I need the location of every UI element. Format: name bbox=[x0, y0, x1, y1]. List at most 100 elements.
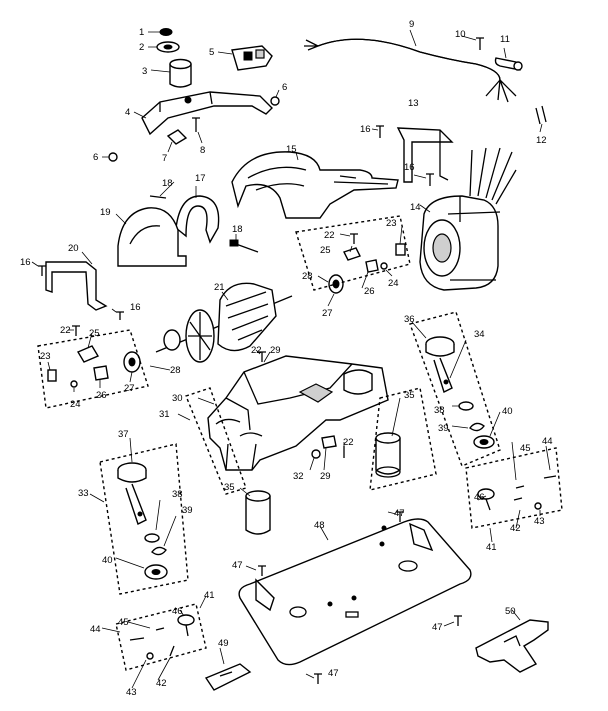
part-bracket-left bbox=[45, 261, 108, 311]
callout-40: 40 bbox=[102, 555, 113, 566]
callout-2: 2 bbox=[139, 42, 144, 53]
part-bracket-50 bbox=[475, 619, 549, 673]
callout-13: 13 bbox=[408, 98, 419, 109]
part-gear-shaft-left bbox=[117, 462, 147, 525]
callout-45: 45 bbox=[118, 617, 129, 628]
part-brush-spring bbox=[175, 195, 220, 244]
callout-9: 9 bbox=[409, 19, 414, 30]
callout-27: 27 bbox=[124, 383, 135, 394]
callout-17: 17 bbox=[195, 173, 206, 184]
part-screw-cord bbox=[476, 37, 484, 50]
callout-39: 39 bbox=[182, 505, 193, 516]
part-field-bracket bbox=[396, 127, 454, 183]
group-box-brush-left bbox=[37, 329, 149, 409]
part-retaining-clip bbox=[151, 422, 485, 556]
callout-41: 41 bbox=[486, 542, 497, 553]
callout-49: 49 bbox=[218, 638, 229, 649]
callout-31: 31 bbox=[159, 409, 170, 420]
group-box-gear-right bbox=[409, 311, 501, 467]
callout-6: 6 bbox=[93, 152, 98, 163]
callout-48: 48 bbox=[314, 520, 325, 531]
callout-14: 14 bbox=[410, 202, 421, 213]
part-strain-relief bbox=[494, 57, 523, 71]
callout-7: 7 bbox=[162, 153, 167, 164]
callout-42: 42 bbox=[510, 523, 521, 534]
callout-35: 35 bbox=[404, 390, 415, 401]
callout-22: 22 bbox=[251, 345, 262, 356]
callout-16: 16 bbox=[360, 124, 371, 135]
part-gear-shaft-right bbox=[425, 336, 455, 393]
callout-6: 6 bbox=[282, 82, 287, 93]
callout-40: 40 bbox=[502, 406, 513, 417]
leader-lines bbox=[31, 29, 551, 689]
part-clip bbox=[231, 45, 273, 71]
part-armature bbox=[155, 282, 293, 363]
part-washer-small bbox=[108, 96, 280, 162]
callout-34: 34 bbox=[474, 329, 485, 340]
callout-38: 38 bbox=[434, 405, 445, 416]
part-motor-housing bbox=[231, 151, 399, 219]
callout-25: 25 bbox=[89, 328, 100, 339]
part-washer bbox=[156, 41, 180, 53]
callout-22: 22 bbox=[60, 325, 71, 336]
group-box-small-left bbox=[115, 603, 207, 671]
callout-32: 32 bbox=[293, 471, 304, 482]
part-brush bbox=[149, 195, 259, 253]
part-screw-47 bbox=[258, 511, 462, 684]
part-gear-assembly bbox=[177, 488, 495, 637]
callout-43: 43 bbox=[534, 516, 545, 527]
callout-23: 23 bbox=[40, 351, 51, 362]
callout-50: 50 bbox=[505, 606, 516, 617]
callout-23: 23 bbox=[386, 218, 397, 229]
callout-16: 16 bbox=[20, 257, 31, 268]
part-screw bbox=[192, 117, 200, 132]
callout-39: 39 bbox=[438, 423, 449, 434]
callout-22: 22 bbox=[343, 437, 354, 448]
callout-42: 42 bbox=[156, 678, 167, 689]
callout-47: 47 bbox=[394, 508, 405, 519]
part-clip-small bbox=[166, 129, 188, 145]
callout-21: 21 bbox=[214, 282, 225, 293]
callout-3: 3 bbox=[142, 66, 147, 77]
callout-10: 10 bbox=[455, 29, 466, 40]
part-power-cord bbox=[304, 38, 517, 103]
callout-44: 44 bbox=[542, 436, 553, 447]
callout-47: 47 bbox=[328, 668, 339, 679]
callout-24: 24 bbox=[388, 278, 399, 289]
callout-30: 30 bbox=[172, 393, 183, 404]
callout-27: 27 bbox=[322, 308, 333, 319]
part-drive-gear bbox=[144, 435, 495, 580]
part-nut bbox=[159, 28, 173, 36]
group-boxes bbox=[37, 215, 563, 671]
callout-46: 46 bbox=[172, 606, 183, 617]
callout-47: 47 bbox=[432, 622, 443, 633]
part-washer-38 bbox=[144, 401, 474, 543]
callout-25: 25 bbox=[320, 245, 331, 256]
callout-46: 46 bbox=[474, 492, 485, 503]
callout-43: 43 bbox=[126, 687, 137, 698]
callout-45: 45 bbox=[520, 443, 531, 454]
callout-19: 19 bbox=[100, 207, 111, 218]
callout-24: 24 bbox=[70, 399, 81, 410]
callout-36: 36 bbox=[404, 314, 415, 325]
callout-33: 33 bbox=[78, 488, 89, 499]
callout-28: 28 bbox=[302, 271, 313, 282]
callout-labels: 1 2 3 5 4 6 6 7 8 9 10 11 12 13 14 15 16… bbox=[20, 19, 553, 698]
group-box-small-right bbox=[465, 447, 563, 529]
part-base-plate bbox=[238, 518, 472, 666]
callout-44: 44 bbox=[90, 624, 101, 635]
group-box-frame-left bbox=[185, 387, 247, 495]
callout-8: 8 bbox=[200, 145, 205, 156]
part-small-hardware bbox=[129, 475, 557, 660]
part-end-bell bbox=[117, 207, 187, 267]
callout-16: 16 bbox=[404, 162, 415, 173]
callout-18: 18 bbox=[162, 178, 173, 189]
part-top-bracket bbox=[141, 91, 273, 136]
callout-26: 26 bbox=[96, 390, 107, 401]
callout-47: 47 bbox=[232, 560, 243, 571]
callout-38: 38 bbox=[172, 489, 183, 500]
part-bushing bbox=[169, 58, 192, 88]
callout-11: 11 bbox=[500, 34, 510, 45]
callout-41: 41 bbox=[204, 590, 215, 601]
